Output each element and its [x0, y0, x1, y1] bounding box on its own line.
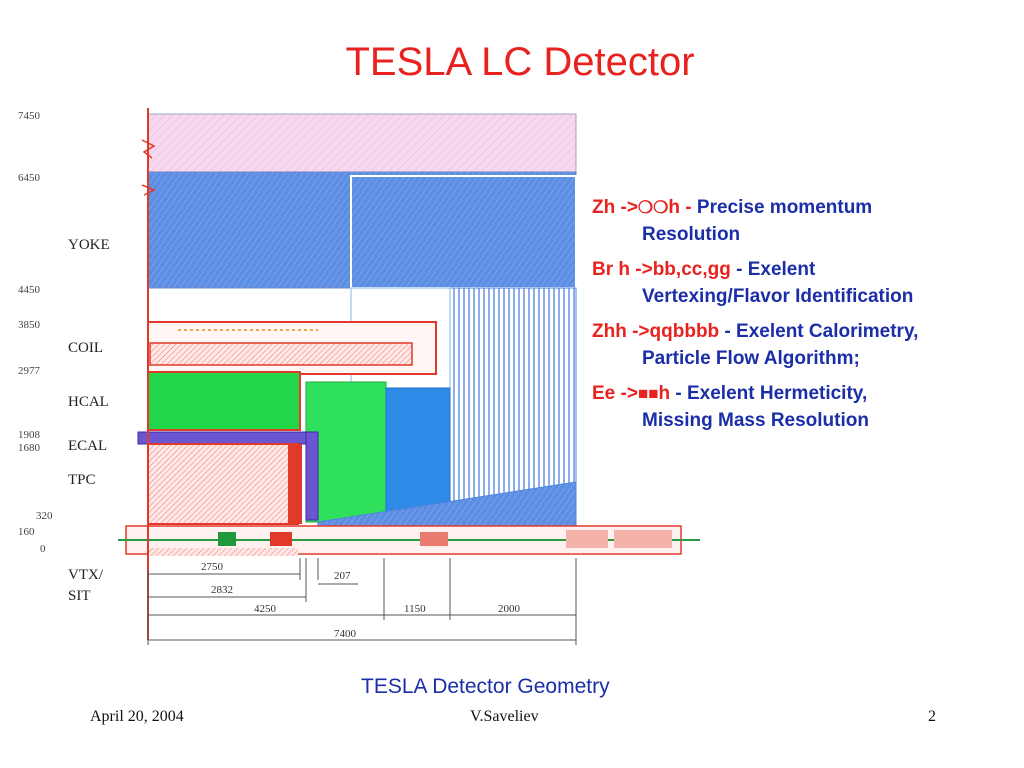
- hcal-region: [147, 371, 301, 431]
- detector-geometry-diagram: 7450 6450 4450 3850 2977 1908 1680 320 1…: [18, 108, 700, 645]
- subsystem-label-hcal: HCAL: [68, 394, 109, 410]
- dimension-label: 2832: [211, 584, 233, 596]
- physics-notes: Zh ->❍❍h - Precise momentum Resolution B…: [592, 194, 1012, 442]
- coil-body: [149, 342, 413, 366]
- footer-page-number: 2: [928, 708, 936, 725]
- radius-label: 4450: [18, 284, 41, 296]
- tpc-region: [147, 443, 299, 525]
- radius-label: 2977: [18, 365, 41, 377]
- forward-blue-region: [385, 387, 451, 523]
- radius-label: 1908: [18, 429, 41, 441]
- radius-label: 1680: [18, 442, 41, 454]
- square-symbol-icon: ■■: [637, 384, 659, 403]
- slide-title: TESLA LC Detector: [345, 40, 695, 84]
- dimension-label: 207: [334, 570, 351, 582]
- radius-label: 6450: [18, 172, 41, 184]
- radius-label: 3850: [18, 319, 41, 331]
- dimension-label: 1150: [404, 603, 426, 615]
- radius-label: 320: [36, 510, 53, 522]
- dimension-label: 2750: [201, 561, 224, 573]
- note-item: Zhh ->qqbbbb - Exelent Calorimetry, Part…: [592, 321, 919, 369]
- subsystem-label-ecal: ECAL: [68, 438, 107, 454]
- ecal-region: [137, 431, 307, 445]
- radius-label: 0: [40, 543, 46, 555]
- hcal-endcap-region: [305, 381, 387, 523]
- subsystem-label-yoke: YOKE: [68, 237, 110, 253]
- note-item: Zh ->❍❍h - Precise momentum Resolution: [592, 197, 873, 245]
- note-item: Br h ->bb,cc,gg - Exelent Vertexing/Flav…: [592, 259, 914, 307]
- yoke-outer-region: [147, 113, 577, 173]
- subsystem-label-vtx: VTX/: [68, 567, 104, 583]
- ecal-endcap-region: [305, 431, 319, 521]
- footer-author: V.Saveliev: [470, 708, 539, 725]
- dimension-label: 4250: [254, 603, 277, 615]
- yoke-endcap-region: [350, 175, 577, 289]
- dimension-label: 2000: [498, 603, 521, 615]
- subsystem-label-coil: COIL: [68, 340, 103, 356]
- dimension-label: 7400: [334, 628, 357, 640]
- radius-label: 7450: [18, 110, 41, 122]
- circle-symbol-icon: ❍❍: [637, 198, 669, 217]
- subsystem-label-sit: SIT: [68, 588, 91, 604]
- subsystem-label-tpc: TPC: [68, 472, 96, 488]
- diagram-caption: TESLA Detector Geometry: [361, 675, 610, 698]
- note-item: Ee ->■■h - Exelent Hermeticity, Missing …: [592, 383, 869, 431]
- footer-date: April 20, 2004: [90, 708, 184, 725]
- radius-label: 160: [18, 526, 35, 538]
